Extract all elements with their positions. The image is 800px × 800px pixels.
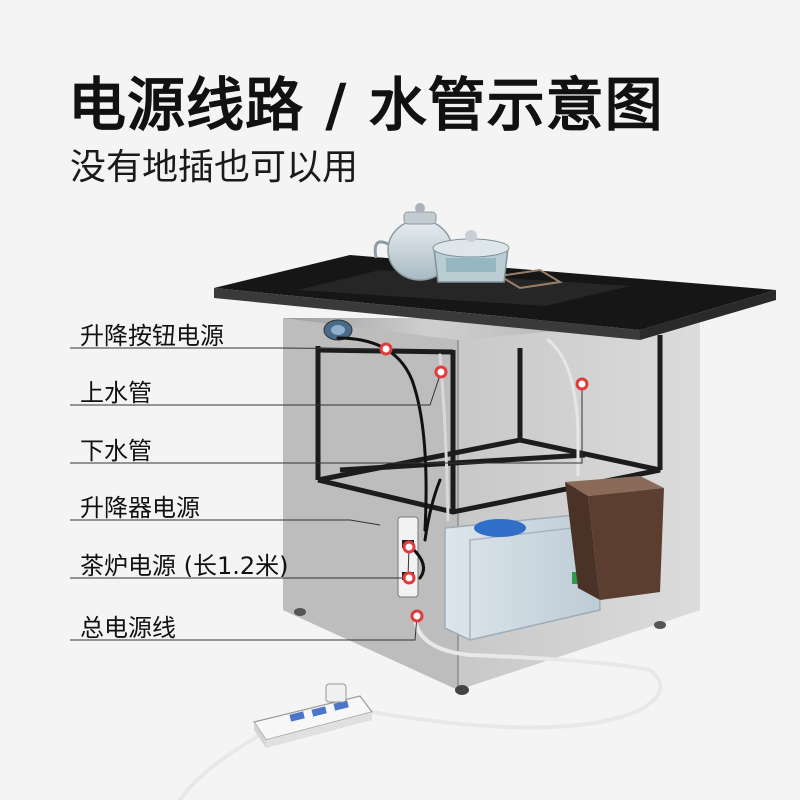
marker-main-power-cord — [410, 609, 424, 623]
marker-water-inlet-pipe — [434, 365, 448, 379]
label-lift-button-power: 升降按钮电源 — [80, 322, 224, 350]
page-subtitle: 没有地插也可以用 — [70, 147, 359, 188]
label-tea-stove-power: 茶炉电源 (长1.2米) — [80, 552, 289, 580]
marker-lift-button-power — [379, 342, 393, 356]
label-lifter-power: 升降器电源 — [80, 494, 200, 522]
lift-button-icon — [323, 319, 353, 341]
marker-water-drain-pipe — [575, 377, 589, 391]
label-main-power-cord: 总电源线 — [80, 614, 176, 642]
cabinet-socket-panel — [397, 516, 419, 598]
page-title: 电源线路 / 水管示意图 — [68, 71, 664, 139]
marker-tea-stove-power — [402, 571, 416, 585]
label-water-inlet-pipe: 上水管 — [80, 379, 152, 407]
tabletop — [214, 255, 776, 340]
callout-markers — [379, 342, 589, 623]
marker-lifter-power — [402, 540, 416, 554]
label-water-drain-pipe: 下水管 — [80, 437, 152, 465]
glass-pot-icon — [432, 230, 510, 283]
waste-bin — [565, 476, 664, 600]
floor-power-strip-icon — [253, 683, 374, 748]
